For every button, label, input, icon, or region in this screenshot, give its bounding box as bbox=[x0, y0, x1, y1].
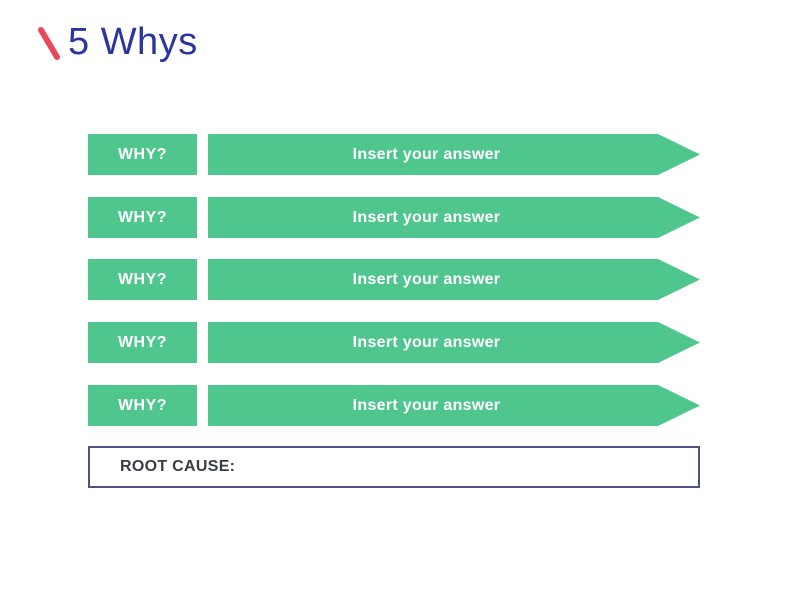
title-block: 5 Whys bbox=[36, 22, 198, 62]
red-slash-icon bbox=[38, 27, 60, 60]
why-label-box-2: WHY? bbox=[88, 197, 197, 238]
why-label: WHY? bbox=[117, 396, 168, 414]
answer-placeholder: Insert your answer bbox=[352, 333, 501, 351]
why-label: WHY? bbox=[117, 333, 168, 351]
answer-placeholder: Insert your answer bbox=[352, 270, 501, 288]
why-label-box-1: WHY? bbox=[88, 134, 197, 175]
answer-arrow-1[interactable]: Insert your answer bbox=[208, 134, 700, 175]
answer-placeholder: Insert your answer bbox=[352, 208, 501, 226]
why-label-box-5: WHY? bbox=[88, 385, 197, 426]
why-label-box-4: WHY? bbox=[88, 322, 197, 363]
why-label: WHY? bbox=[117, 270, 168, 288]
answer-arrow-3[interactable]: Insert your answer bbox=[208, 259, 700, 300]
root-cause-box[interactable]: ROOT CAUSE: bbox=[88, 446, 700, 488]
page-title: 5 Whys bbox=[68, 21, 198, 63]
root-cause-label: ROOT CAUSE: bbox=[120, 458, 236, 475]
why-label: WHY? bbox=[117, 145, 168, 163]
answer-arrow-2[interactable]: Insert your answer bbox=[208, 197, 700, 238]
answer-arrow-4[interactable]: Insert your answer bbox=[208, 322, 700, 363]
answer-placeholder: Insert your answer bbox=[352, 396, 501, 414]
why-label-box-3: WHY? bbox=[88, 259, 197, 300]
answer-placeholder: Insert your answer bbox=[352, 145, 501, 163]
answer-arrow-5[interactable]: Insert your answer bbox=[208, 385, 700, 426]
why-label: WHY? bbox=[117, 208, 168, 226]
